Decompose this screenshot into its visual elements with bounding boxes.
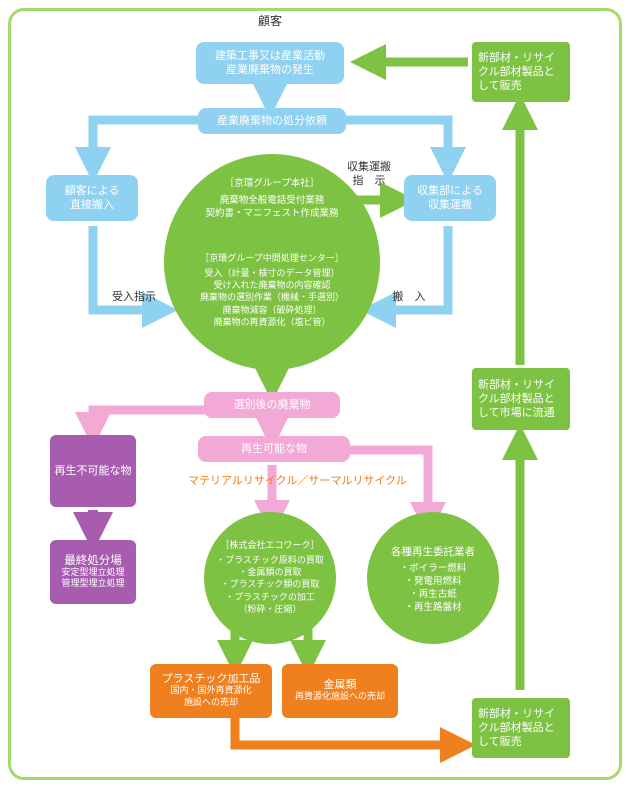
- eco-line-1: ・プラスチック原料の買取: [216, 556, 324, 567]
- metals-box: 金属類 再資源化施設への売却: [282, 664, 398, 718]
- collection-line-1: 収集部による: [417, 183, 483, 197]
- metals-line-1: 再資源化施設への売却: [294, 692, 385, 703]
- hq-line-2: 契約書・マニフェスト作成業務: [205, 207, 339, 219]
- landfill-box: 最終処分場 安定型埋立処理 管理型埋立処理: [50, 540, 136, 604]
- center-line-2: 受け入れた廃棄物の内容確認: [213, 281, 331, 292]
- eco-circle: [204, 512, 336, 644]
- plastic-products-box: プラスチック加工品 国内・国外再資源化 施設への売却: [150, 664, 272, 718]
- disposal-request-box: 産業廃棄物の処分依頼: [198, 108, 346, 134]
- market-line-3: して市場に流通: [478, 406, 555, 420]
- center-line-4: 廃棄物減容（破砕処理）: [222, 305, 322, 316]
- recyclable-box: 再生可能な物: [198, 436, 350, 462]
- sales-top-line-3: して販売: [478, 79, 522, 93]
- hq-circle-text: ［京環グループ本社］ 廃棄物全般電話受付業務 契約書・マニフェスト作成業務: [172, 178, 372, 220]
- hq-circle: [164, 154, 380, 370]
- landfill-line-2: 管理型埋立処理: [61, 579, 125, 590]
- center-title: ［京環グループ中間処理センター］: [200, 254, 344, 264]
- self-haul-line-2: 直接搬入: [70, 198, 114, 211]
- sorted-waste-box: 選別後の廃棄物: [204, 392, 340, 418]
- sales-top-line-2: クル部材製品と: [478, 64, 555, 78]
- disposal-request-label: 産業廃棄物の処分依頼: [217, 113, 327, 127]
- origin-line-1: 建築工事又は産業活動: [215, 48, 325, 62]
- market-line-1: 新部材・リサイ: [478, 377, 555, 391]
- haul-in-label: 搬 入: [392, 290, 426, 303]
- receive-instruction-label: 受入指示: [112, 290, 156, 303]
- center-line-5: 廃棄物の再資源化（塩ビ管）: [213, 317, 331, 328]
- contractor-line-3: ・再生古紙: [409, 588, 457, 600]
- plastic-products-line-2: 施設への売却: [183, 698, 238, 709]
- hq-line-1: 廃棄物全般電話受付業務: [219, 194, 325, 206]
- collection-instruction-label: 収集運搬 指 示: [334, 160, 404, 188]
- center-line-3: 廃棄物の選別作業（機械・手選別）: [199, 293, 344, 304]
- eco-line-3: ・プラスチック類の買取: [220, 580, 320, 591]
- non-recyclable-label: 再生不可能な物: [54, 463, 132, 477]
- center-circle-text: ［京環グループ中間処理センター］ 受入（計量・検寸のデータ管理） 受け入れた廃棄…: [168, 253, 376, 329]
- blue-arrows: [75, 82, 466, 328]
- eco-title: ［株式会社エコワーク］: [220, 541, 320, 551]
- sorted-waste-label: 選別後の廃棄物: [233, 397, 311, 411]
- contractor-line-4: ・再生路盤材: [404, 601, 462, 613]
- hq-title: ［京環グループ本社］: [224, 178, 320, 189]
- recycle-types-label: マテリアルリサイクル／サーマルリサイクル: [188, 474, 407, 487]
- pink-arrows: [75, 405, 446, 538]
- eco-line-4: ・プラスチックの加工: [225, 592, 315, 603]
- recyclable-label: 再生可能な物: [241, 441, 307, 455]
- sales-top-line-1: 新部材・リサイ: [478, 50, 555, 64]
- market-line-2: クル部材製品と: [478, 391, 555, 405]
- market-box: 新部材・リサイ クル部材製品と して市場に流通: [472, 368, 570, 430]
- eco-circle-text: ［株式会社エコワーク］ ・プラスチック原料の買取 ・金属類の買取 ・プラスチック…: [204, 540, 336, 616]
- metals-title: 金属類: [323, 678, 357, 691]
- sales-bottom-line-1: 新部材・リサイ: [478, 706, 555, 720]
- sales-bottom-line-2: クル部材製品と: [478, 720, 555, 734]
- contractor-circle: [367, 512, 499, 644]
- green-arrows: [217, 44, 538, 690]
- collection-instruction-line-2: 指 示: [352, 173, 386, 187]
- origin-box: 建築工事又は産業活動 産業廃棄物の発生: [196, 42, 344, 84]
- sales-box-top: 新部材・リサイ クル部材製品と して販売: [472, 42, 570, 102]
- contractor-title: 各種再生委託業者: [391, 546, 475, 558]
- landfill-line-1: 安定型埋立処理: [61, 567, 125, 578]
- contractor-line-2: ・発電用燃料: [404, 575, 462, 587]
- sales-box-bottom: 新部材・リサイ クル部材製品と して販売: [472, 698, 570, 758]
- plastic-products-line-1: 国内・国外再資源化: [170, 686, 252, 697]
- self-haul-line-1: 顧客による: [64, 183, 120, 197]
- eco-line-2: ・金属類の買取: [238, 568, 302, 579]
- eco-line-5: （粉砕・圧縮）: [238, 604, 302, 615]
- contractor-line-1: ・ボイラー燃料: [399, 563, 467, 575]
- sales-bottom-line-3: して販売: [478, 735, 522, 749]
- self-haul-box: 顧客による 直接搬入: [46, 175, 138, 221]
- contractor-circle-text: 各種再生委託業者 ・ボイラー燃料 ・発電用燃料 ・再生古紙 ・再生路盤材: [371, 545, 495, 614]
- collection-box: 収集部による 収集運搬: [404, 175, 496, 221]
- orange-arrow: [230, 718, 476, 763]
- origin-line-2: 産業廃棄物の発生: [226, 63, 314, 76]
- customer-label: 顧客: [257, 14, 282, 28]
- collection-instruction-line-1: 収集運搬: [347, 160, 391, 173]
- landfill-title: 最終処分場: [64, 552, 122, 567]
- plastic-products-title: プラスチック加工品: [161, 672, 261, 686]
- collection-line-2: 収集運搬: [428, 198, 472, 211]
- non-recyclable-box: 再生不可能な物: [50, 435, 136, 507]
- center-line-1: 受入（計量・検寸のデータ管理）: [204, 269, 340, 280]
